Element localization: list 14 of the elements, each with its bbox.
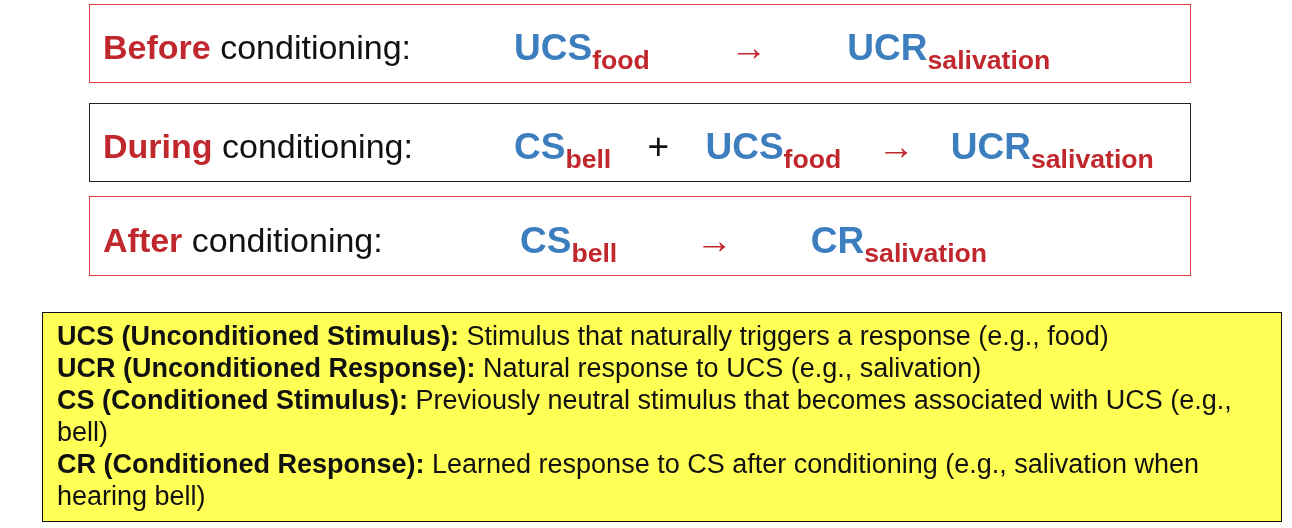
- formula-text: CS$_{bell}$ → CR$_{salivation}$: [520, 220, 988, 267]
- stage-label: After conditioning:: [103, 220, 383, 261]
- stage-box: [89, 4, 1191, 83]
- definition-text: CS (Conditioned Stimulus): Previously neutral stimulus that becomes associated with UCS (e.g., bell): [57, 384, 1233, 448]
- stage-box: [89, 103, 1191, 182]
- stage-label: During conditioning:: [103, 126, 413, 167]
- formula-text: CS$_{bell}$ + UCS$_{food}$ → UCR$_{salivation}$: [514, 126, 1154, 173]
- definition-text: UCR (Unconditioned Response): Natural response to UCS (e.g., salivation): [57, 352, 983, 384]
- stage-box: [89, 196, 1191, 276]
- definition-text: CR (Conditioned Response): Learned response to CS after conditioning (e.g., salivation when hearing bell): [57, 448, 1200, 512]
- stage-label: Before conditioning:: [103, 27, 412, 68]
- definition-box: [42, 312, 1282, 522]
- formula-text: UCS$_{food}$ → UCR$_{salivation}$: [514, 27, 1051, 74]
- definition-text: UCS (Unconditioned Stimulus): Stimulus that naturally triggers a response (e.g., food): [57, 320, 1110, 352]
